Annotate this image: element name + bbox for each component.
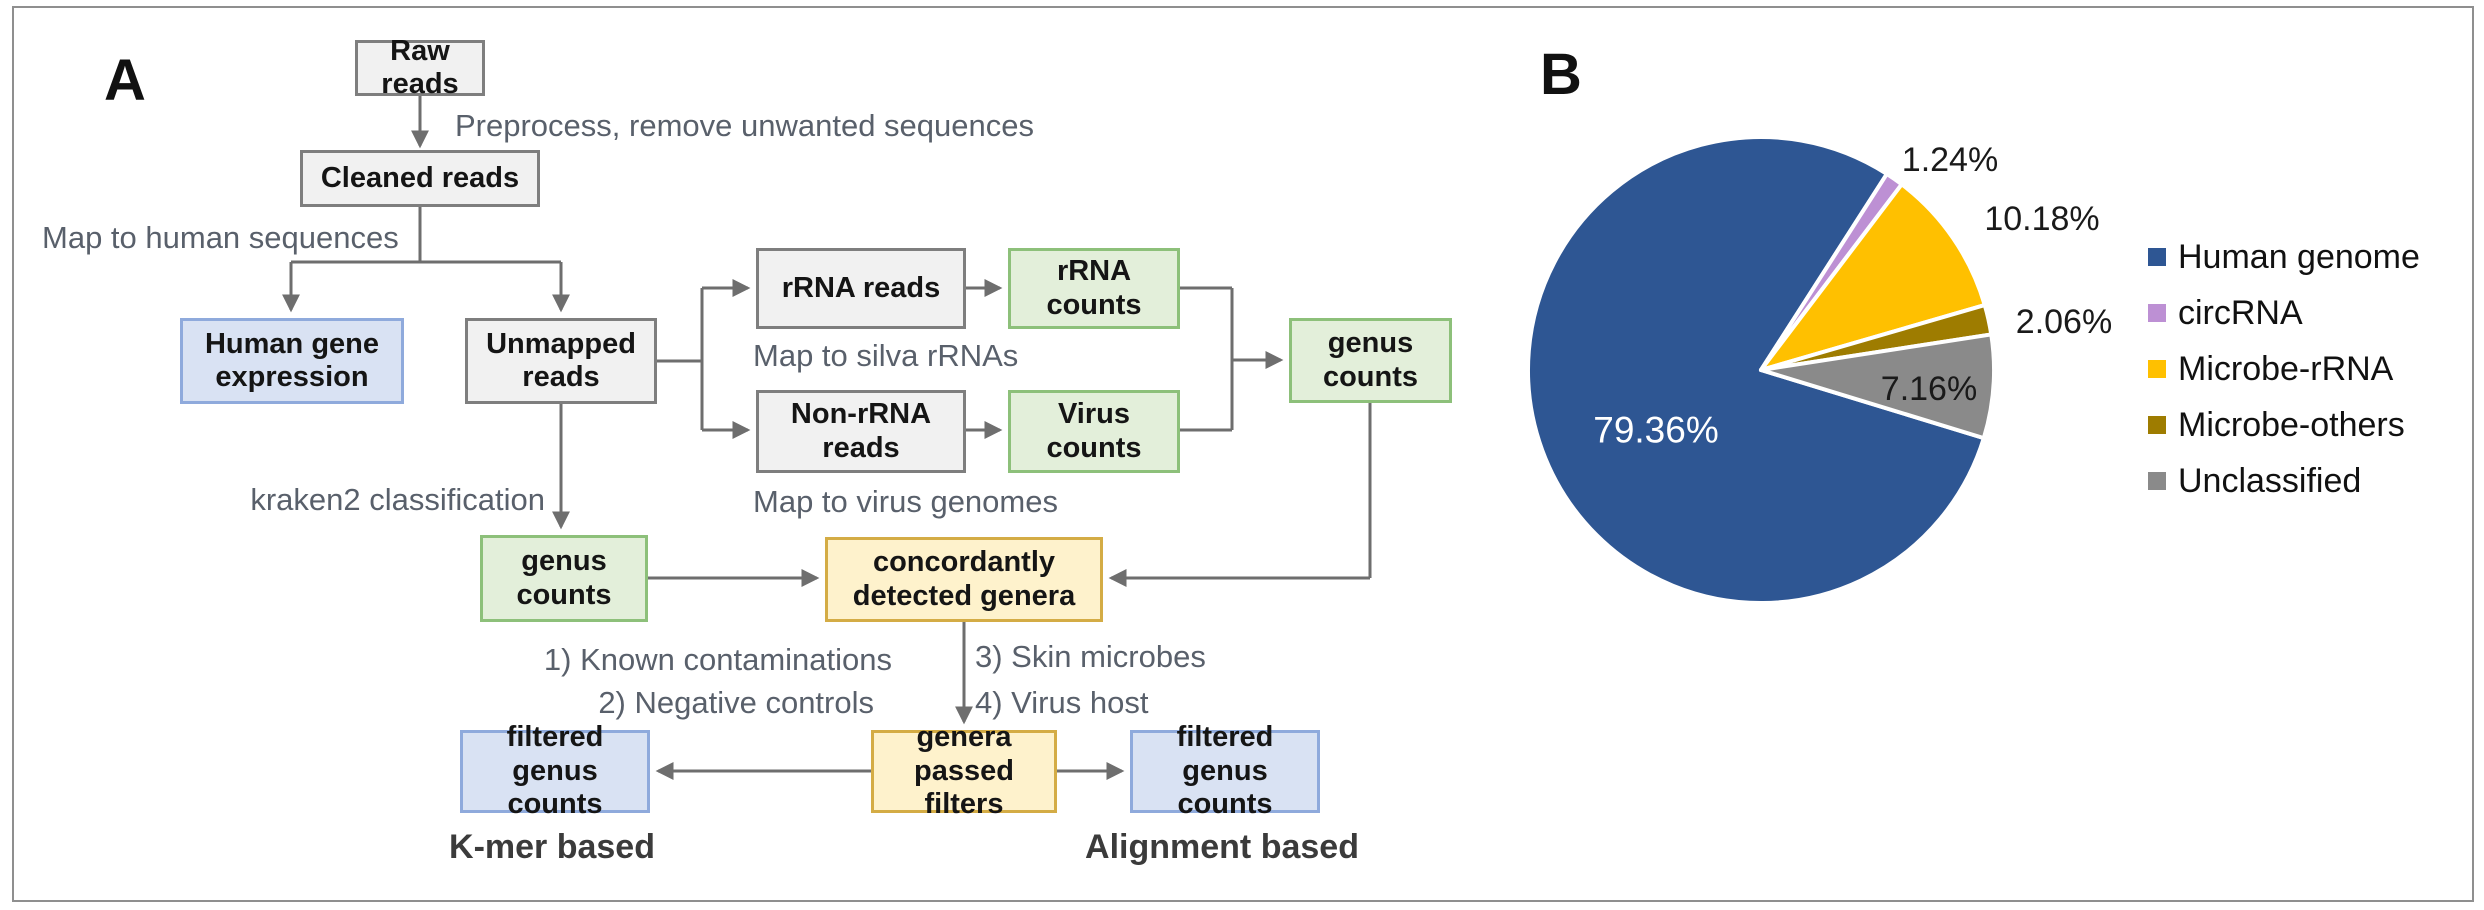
edge-label-map-silva: Map to silva rRNAs	[753, 338, 1019, 373]
flow-node-label: rRNA counts	[1046, 255, 1142, 321]
flow-node-concordant-genera: concordantly detected genera	[825, 537, 1103, 622]
edge-label-map-human: Map to human sequences	[42, 220, 399, 255]
legend-label: Unclassified	[2178, 462, 2362, 500]
legend-item-human-genome: Human genome	[2148, 240, 2420, 274]
edge-label-kraken: kraken2 classification	[250, 482, 545, 517]
pie-data-label: 7.16%	[1880, 370, 1978, 408]
figure-border	[12, 6, 2474, 902]
flow-node-label: Virus counts	[1046, 398, 1142, 464]
edge-label-preprocess: Preprocess, remove unwanted sequences	[455, 108, 1034, 143]
flow-node-filtered-genus-counts-right: filtered genus counts	[1130, 721, 1320, 820]
pie-slice-microbe-rrna	[1759, 182, 1987, 372]
legend-swatch-icon	[2148, 248, 2166, 266]
flow-node-label: Unmapped reads	[486, 327, 636, 393]
edge-label-map-virus: Map to virus genomes	[753, 484, 1058, 519]
flow-node-rrna-counts: rRNA counts	[1008, 248, 1180, 329]
edge-label-filter-2: 2) Negative controls	[598, 685, 874, 720]
legend-swatch-icon	[2148, 304, 2166, 322]
flow-node-cleaned-reads: Cleaned reads	[300, 150, 540, 207]
pie-data-label: 10.18%	[1984, 200, 2100, 238]
flow-node-genera-passed-filters: genera passed filters	[871, 721, 1057, 820]
flow-node-unmapped-reads: Unmapped reads	[465, 318, 657, 404]
flow-node-non-rrna-reads: Non-rRNA reads	[756, 390, 966, 473]
legend-label: Human genome	[2178, 238, 2420, 276]
flow-node-genus-counts-right: genus counts	[1289, 318, 1452, 403]
legend-label: Microbe-rRNA	[2178, 350, 2394, 388]
method-label-alignment: Alignment based	[1085, 828, 1359, 866]
split-connector	[291, 207, 561, 264]
legend-item-unclassified: Unclassified	[2148, 464, 2420, 498]
flow-node-label: concordantly detected genera	[852, 546, 1076, 612]
flow-connectors	[282, 96, 1372, 780]
flow-node-label: genus counts	[516, 545, 612, 611]
flow-node-label: Human gene expression	[204, 327, 380, 393]
flow-node-label: Cleaned reads	[320, 161, 520, 194]
flow-node-label: rRNA reads	[781, 271, 941, 304]
legend-swatch-icon	[2148, 416, 2166, 434]
legend-item-circrna: circRNA	[2148, 296, 2420, 330]
flow-node-label: Raw reads	[381, 34, 459, 100]
pie-chart	[1526, 135, 1996, 605]
flow-node-filtered-genus-counts-left: filtered genus counts	[460, 721, 650, 820]
legend-item-microbe-rrna: Microbe-rRNA	[2148, 352, 2420, 386]
arrow-genusright-to-concordant	[1111, 403, 1372, 578]
pie-slice-unclassified	[1759, 332, 1996, 441]
flow-node-label: Non-rRNA reads	[790, 398, 932, 464]
legend-label: Microbe-others	[2178, 406, 2405, 444]
flow-node-label: filtered genus counts	[506, 721, 604, 821]
branch-connector	[657, 288, 704, 430]
flow-node-human-gene-expression: Human gene expression	[180, 318, 404, 404]
panel-a-label: A	[104, 48, 146, 113]
pie-data-label: 79.36%	[1593, 409, 1719, 451]
flow-node-genus-counts-left: genus counts	[480, 535, 648, 622]
legend-item-microbe-others: Microbe-others	[2148, 408, 2420, 442]
legend-swatch-icon	[2148, 472, 2166, 490]
edge-label-filter-1: 1) Known contaminations	[543, 642, 892, 677]
merge-connector	[1180, 286, 1234, 432]
flow-node-label: filtered genus counts	[1176, 721, 1274, 821]
pie-slice-human-genome	[1526, 135, 1986, 605]
panel-b-label: B	[1540, 42, 1582, 107]
edge-label-filter-4: 4) Virus host	[975, 685, 1149, 720]
flow-node-rrna-reads: rRNA reads	[756, 248, 966, 329]
method-label-kmer: K-mer based	[449, 828, 655, 866]
flow-node-raw-reads: Raw reads	[355, 35, 485, 100]
flow-node-label: genus counts	[1322, 327, 1419, 393]
legend-swatch-icon	[2148, 360, 2166, 378]
pie-data-label: 1.24%	[1901, 141, 1999, 179]
edge-label-filter-3: 3) Skin microbes	[975, 639, 1206, 674]
legend-label: circRNA	[2178, 294, 2303, 332]
pie-legend: Human genome circRNA Microbe-rRNA Microb…	[2148, 240, 2420, 520]
flow-node-virus-counts: Virus counts	[1008, 390, 1180, 473]
pie-data-label: 2.06%	[2015, 303, 2113, 341]
flow-node-label: genera passed filters	[914, 721, 1014, 821]
